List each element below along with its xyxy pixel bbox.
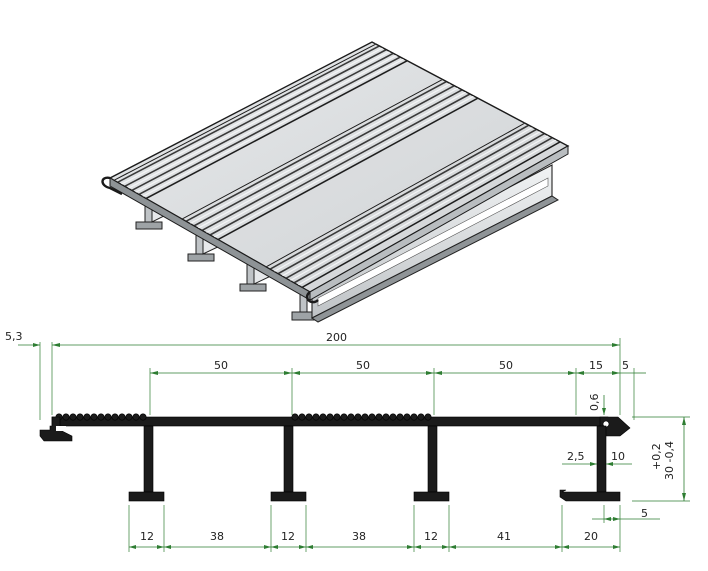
groove-line <box>124 48 387 188</box>
dimension-labels: 5,3 200 50 50 50 15 5 0,6 2,5 10 +0,2 30… <box>5 330 676 543</box>
grooved-strip-3 <box>264 122 562 289</box>
surface-rib <box>125 413 133 421</box>
dim-flange-c: 12 <box>424 530 438 543</box>
dim-web-gap: 2,5 <box>567 450 585 463</box>
groove-line <box>117 45 380 184</box>
surface-rib <box>312 413 320 421</box>
flange-1 <box>128 491 165 502</box>
web-3 <box>427 425 438 493</box>
surface-rib <box>90 413 98 421</box>
surface-rib <box>305 413 313 421</box>
web-4 <box>596 425 607 493</box>
web-1 <box>143 425 154 493</box>
surface-rib <box>424 413 432 421</box>
surface-rib <box>382 413 390 421</box>
surface-rib <box>69 413 77 421</box>
groove-line <box>189 83 451 225</box>
groove-line <box>205 91 467 234</box>
dim-flange-a: 12 <box>140 530 154 543</box>
surface-rib <box>396 413 404 421</box>
surface-rib <box>118 413 126 421</box>
groove-line <box>285 132 545 280</box>
groove-line <box>201 89 463 232</box>
surface-rib <box>389 413 397 421</box>
dim-tip-5: 5 <box>641 507 648 520</box>
groove-line <box>209 93 471 236</box>
dim-edge-15: 15 <box>589 359 603 372</box>
groove-line <box>127 50 391 189</box>
cross-section <box>39 413 631 502</box>
surface-rib <box>319 413 327 421</box>
dim-edge-5-top: 5 <box>622 359 629 372</box>
groove-line <box>120 47 384 185</box>
web-2 <box>283 425 294 493</box>
dim-height-minus: 30 -0,4 <box>663 441 676 480</box>
groove-line <box>293 136 553 284</box>
isometric-view <box>101 41 570 323</box>
dim-gap-c: 41 <box>497 530 511 543</box>
rear-lip <box>305 291 319 304</box>
surface-rib <box>410 413 418 421</box>
surface-rib <box>83 413 91 421</box>
dim-gap-a: 38 <box>210 530 224 543</box>
surface-rib <box>403 413 411 421</box>
surface-rib <box>291 413 299 421</box>
dim-height-plus: +0,2 <box>650 443 663 470</box>
dim-pitch-2: 50 <box>356 359 370 372</box>
surface-rib <box>139 413 147 421</box>
surface-rib <box>62 413 70 421</box>
surface-rib <box>354 413 362 421</box>
surface-rib <box>375 413 383 421</box>
flange-4 <box>559 489 621 502</box>
groove-line <box>142 58 405 198</box>
groove-line <box>193 84 455 227</box>
grooved-strips <box>112 43 562 289</box>
groove-line <box>297 139 557 286</box>
flange-3 <box>413 491 450 502</box>
groove-line <box>135 54 398 193</box>
dim-web-end: 10 <box>611 450 625 463</box>
deck-right-edge <box>309 145 569 301</box>
front-lip <box>101 176 123 196</box>
grooved-strip-2 <box>180 78 479 241</box>
groove-line <box>185 80 447 223</box>
groove-line <box>213 95 475 238</box>
dim-flange-d: 20 <box>584 530 598 543</box>
surface-rib <box>132 413 140 421</box>
groove-line <box>281 130 541 277</box>
surface-rib <box>76 413 84 421</box>
surface-rib <box>104 413 112 421</box>
dim-total-width: 200 <box>326 331 347 344</box>
dim-lip: 5,3 <box>5 330 23 343</box>
groove-line <box>269 124 530 270</box>
dim-pitch-3: 50 <box>499 359 513 372</box>
dim-thickness: 0,6 <box>588 394 601 412</box>
groove-line <box>289 135 549 282</box>
dim-flange-b: 12 <box>281 530 295 543</box>
surface-rib <box>347 413 355 421</box>
surface-rib <box>111 413 119 421</box>
dim-pitch-1: 50 <box>214 359 228 372</box>
surface-rib <box>333 413 341 421</box>
surface-rib <box>326 413 334 421</box>
surface-rib <box>298 413 306 421</box>
groove-line <box>277 128 538 275</box>
groove-line <box>131 52 394 192</box>
grooved-strip-1 <box>112 43 409 200</box>
dim-gap-b: 38 <box>352 530 366 543</box>
surface-rib <box>361 413 369 421</box>
surface-rib <box>340 413 348 421</box>
left-hook-inner <box>56 426 66 431</box>
surface-rib <box>97 413 105 421</box>
surface-ribs <box>55 413 432 421</box>
groove-line <box>138 56 401 196</box>
groove-line <box>273 126 534 273</box>
flange-2 <box>270 491 307 502</box>
surface-rib <box>368 413 376 421</box>
dimension-lines <box>18 338 690 552</box>
surface-rib <box>417 413 425 421</box>
groove-line <box>197 87 459 229</box>
